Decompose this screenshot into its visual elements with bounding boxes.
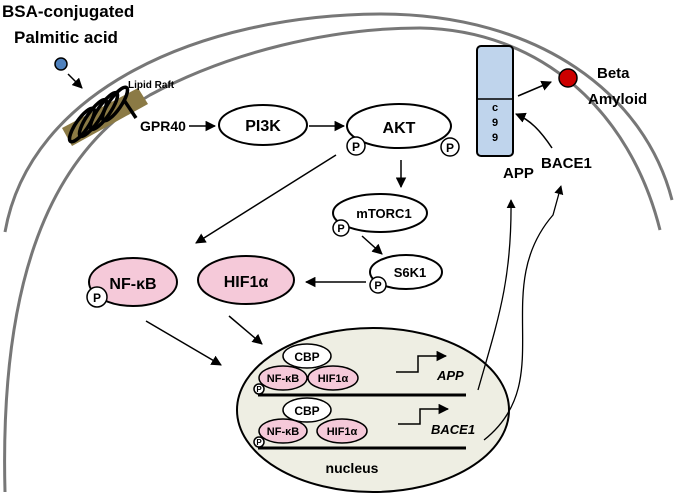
stimulus-label-2: Palmitic acid [14, 28, 118, 47]
app-protein-label: APP [503, 165, 534, 182]
c99-letter-3: 9 [492, 132, 498, 144]
cbp-bace1-complex [282, 397, 332, 423]
akt-label: AKT [383, 120, 416, 137]
bace1-cleavage-arrow [515, 112, 553, 149]
pi3k-node [218, 104, 308, 146]
gpr40-label: GPR40 [140, 118, 186, 134]
mtorc1-phospho-label: P [337, 223, 344, 235]
nucleus-label: nucleus [326, 460, 379, 476]
pi3k-label: PI3K [245, 118, 281, 135]
hif1a-app-label: HIF1α [318, 373, 349, 385]
bace1-tss-arrow [398, 403, 450, 425]
akt-phospho-right-label: P [446, 141, 454, 155]
nfkb-app-label: NF-κB [267, 373, 299, 385]
cell-membrane-inner [3, 26, 662, 493]
bace1-gene-label: BACE1 [431, 422, 475, 437]
mtorc1-label: mTORC1 [356, 206, 411, 221]
palmitate-entry-arrow [67, 73, 83, 89]
akt-node [346, 103, 452, 149]
bace1-export-arrow [483, 185, 564, 441]
nfkb-node [88, 257, 178, 307]
nfkb-bace1-complex [258, 418, 308, 444]
s6k1-label: S6K1 [394, 265, 427, 280]
nfkb-bace1-label: NF-κB [267, 426, 299, 438]
cbp-app-complex [282, 343, 332, 369]
akt-phospho-left-label: P [352, 140, 360, 154]
app-export-arrow [477, 199, 516, 391]
gpr40-receptor [67, 85, 138, 144]
nfkb-app-complex [258, 365, 308, 391]
hif1a-label: HIF1α [224, 274, 269, 291]
app-tss-arrow [396, 350, 448, 373]
hif1a-node [197, 255, 295, 305]
bace1-protein-label: BACE1 [541, 155, 592, 172]
mtorc1-to-s6k1-arrow [361, 235, 383, 255]
hif1a-bace1-label: HIF1α [327, 426, 358, 438]
cbp-app-label: CBP [294, 350, 319, 364]
akt-to-nfkb-arrow [195, 154, 337, 244]
nfkb-app-phospho-label: P [256, 385, 262, 394]
s6k1-node [369, 254, 443, 290]
stimulus-label-1: BSA-conjugated [2, 2, 134, 21]
nfkb-label: NF-κB [109, 276, 156, 293]
hif1a-bace1-complex [316, 418, 368, 444]
s6k1-phospho [369, 276, 387, 294]
mtorc1-node [332, 193, 428, 233]
cell-membrane-outer [3, 12, 674, 233]
nfkb-bace1-phospho-label: P [256, 438, 262, 447]
hif1a-to-nucleus-arrow [228, 315, 263, 345]
app-gene-label: APP [436, 368, 464, 383]
c99-letter-2: 9 [492, 117, 498, 129]
cbp-bace1-label: CBP [294, 404, 319, 418]
akt-phospho-right [440, 137, 460, 157]
c99-letter-1: c [492, 102, 498, 114]
c99-fragment [476, 45, 514, 157]
nfkb-phospho-label: P [93, 291, 101, 305]
nfkb-to-nucleus-arrow [145, 320, 222, 366]
palmitic-acid-icon [54, 57, 68, 71]
nfkb-phospho [86, 286, 108, 308]
nfkb-app-phospho [253, 383, 265, 395]
beta-amyloid-label-2: Amyloid [588, 91, 647, 108]
c99-to-amyloid-arrow [517, 80, 552, 97]
s6k1-phospho-label: P [374, 280, 381, 292]
mtorc1-phospho [332, 219, 350, 237]
hif1a-app-complex [307, 365, 359, 391]
akt-phospho-left [346, 136, 366, 156]
beta-amyloid-icon [558, 68, 578, 88]
nfkb-bace1-phospho [253, 436, 265, 448]
beta-amyloid-label-1: Beta [597, 65, 630, 82]
lipid-raft-label: Lipid Raft [128, 80, 175, 91]
